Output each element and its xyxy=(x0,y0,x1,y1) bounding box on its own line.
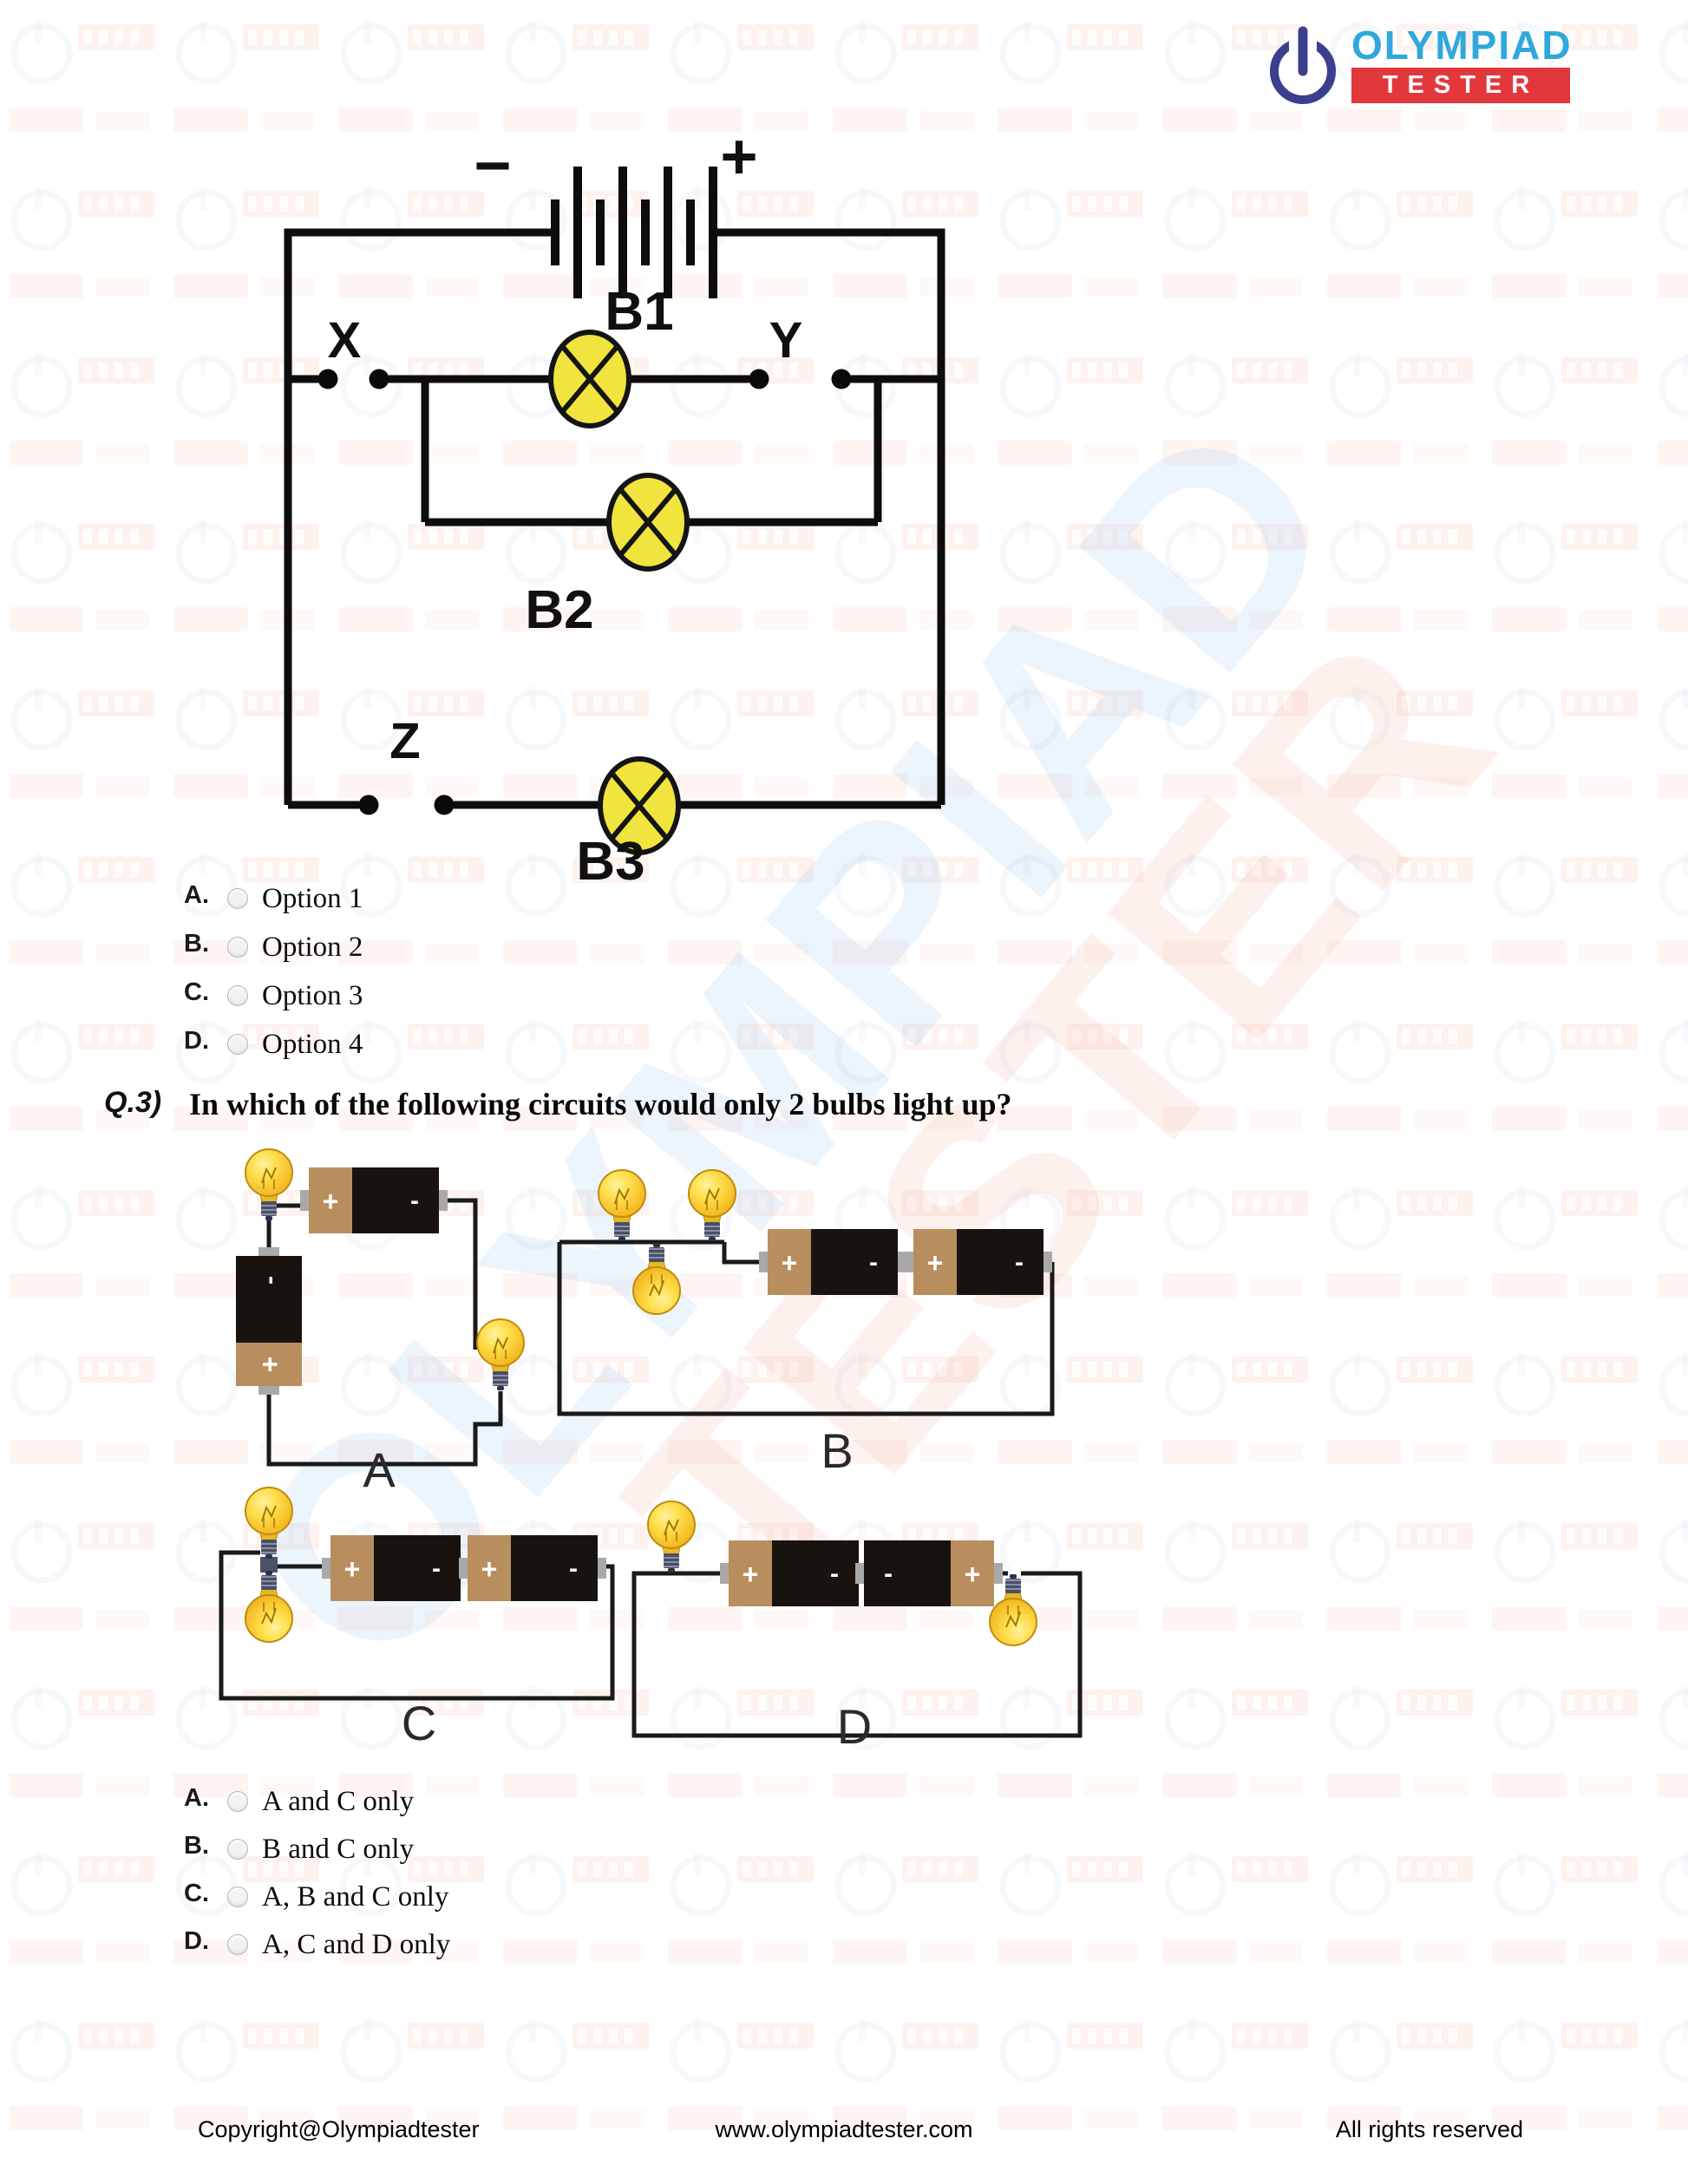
option-label: B and C only xyxy=(262,1833,415,1865)
question-3: Q.3) In which of the following circuits … xyxy=(104,1086,1012,1122)
bulb-b1-symbol xyxy=(548,330,631,428)
bulb-b3-label: B3 xyxy=(576,832,644,892)
option-row: A. Option 1 xyxy=(184,879,363,918)
option-letter: A. xyxy=(184,1783,209,1812)
question-text: In which of the following circuits would… xyxy=(189,1087,1012,1121)
option-radio[interactable] xyxy=(227,985,248,1006)
question-number: Q.3) xyxy=(104,1086,162,1119)
option-row: D. A, C and D only xyxy=(184,1926,450,1964)
battery xyxy=(459,1535,606,1601)
circuit-a-wires xyxy=(266,1198,503,1467)
option-radio[interactable] xyxy=(227,888,248,909)
option-radio[interactable] xyxy=(227,1791,248,1812)
bulb-icon xyxy=(476,1318,525,1391)
option-radio[interactable] xyxy=(227,1839,248,1860)
option-radio[interactable] xyxy=(227,1934,248,1955)
circuit-c-label: C xyxy=(402,1696,436,1750)
option-label: Option 4 xyxy=(262,1028,363,1060)
switch-y-label: Y xyxy=(769,312,803,369)
footer-rights: All rights reserved xyxy=(1335,2116,1523,2142)
logo-line1: OLYMPIAD xyxy=(1351,23,1573,68)
circuit-d-label: D xyxy=(837,1699,872,1754)
bulb-b1-label: B1 xyxy=(605,282,673,342)
option-row: C. A, B and C only xyxy=(184,1878,448,1916)
bulb-holder xyxy=(260,1557,278,1573)
olympiadtester-logo: OLYMPIAD TESTER xyxy=(1259,24,1573,111)
switch-y-contact xyxy=(749,369,769,389)
bulb-b2-label: B2 xyxy=(525,580,593,640)
battery xyxy=(759,1229,906,1295)
battery xyxy=(300,1167,448,1233)
bulb-icon xyxy=(688,1169,736,1242)
battery xyxy=(905,1229,1052,1295)
option-letter: D. xyxy=(184,1926,209,1955)
bulb-icon xyxy=(989,1573,1037,1646)
option-row: A. A and C only xyxy=(184,1782,414,1821)
battery xyxy=(322,1535,469,1601)
option-letter: C. xyxy=(184,1879,209,1907)
switch-z-label: Z xyxy=(389,713,420,769)
battery xyxy=(236,1247,302,1395)
logo-line2: TESTER xyxy=(1351,68,1570,104)
battery-plus-label: + xyxy=(720,121,757,193)
option-label: Option 2 xyxy=(262,931,363,963)
option-label: A, C and D only xyxy=(262,1928,451,1960)
battery-symbol xyxy=(551,167,717,298)
switch-y-contact xyxy=(831,369,852,389)
option-letter: A. xyxy=(184,880,209,909)
option-letter: C. xyxy=(184,978,209,1006)
bulb-icon xyxy=(245,1487,293,1560)
switch-x-contact xyxy=(369,369,389,389)
circuits-abcd-figure: + - xyxy=(219,1148,1083,1754)
option-label: Option 1 xyxy=(262,882,363,914)
option-label: A, B and C only xyxy=(262,1880,449,1913)
option-radio[interactable] xyxy=(227,1034,248,1055)
option-radio[interactable] xyxy=(227,1886,248,1907)
bulb-b2-symbol xyxy=(606,473,690,572)
option-row: B. Option 2 xyxy=(184,928,363,966)
option-row: D. Option 4 xyxy=(184,1025,363,1063)
circuit-diagram-xyz: − + X Y Z B1 B2 B3 xyxy=(284,121,945,892)
switch-z-contact xyxy=(358,794,379,815)
logo-text: OLYMPIAD TESTER xyxy=(1351,24,1573,111)
option-radio[interactable] xyxy=(227,937,248,958)
switch-z-contact xyxy=(434,794,455,815)
bulb-icon xyxy=(647,1501,696,1573)
option-label: Option 3 xyxy=(262,979,363,1011)
circuit-a-label: A xyxy=(363,1442,396,1497)
battery xyxy=(855,1540,1003,1606)
bulb-icon xyxy=(245,1570,293,1643)
battery xyxy=(720,1540,867,1606)
option-label: A and C only xyxy=(262,1785,415,1817)
switch-x-label: X xyxy=(328,312,362,369)
bulb-icon xyxy=(632,1242,681,1315)
option-row: C. Option 3 xyxy=(184,977,363,1015)
switch-x-contact xyxy=(317,369,338,389)
option-letter: B. xyxy=(184,1831,209,1860)
battery-minus-label: − xyxy=(474,129,511,201)
power-icon xyxy=(1270,26,1336,104)
circuit-b-label: B xyxy=(821,1423,853,1478)
bulb-icon xyxy=(598,1169,646,1242)
option-letter: B. xyxy=(184,929,209,958)
bulb-icon xyxy=(245,1148,293,1221)
option-letter: D. xyxy=(184,1026,209,1055)
option-row: B. B and C only xyxy=(184,1830,414,1868)
